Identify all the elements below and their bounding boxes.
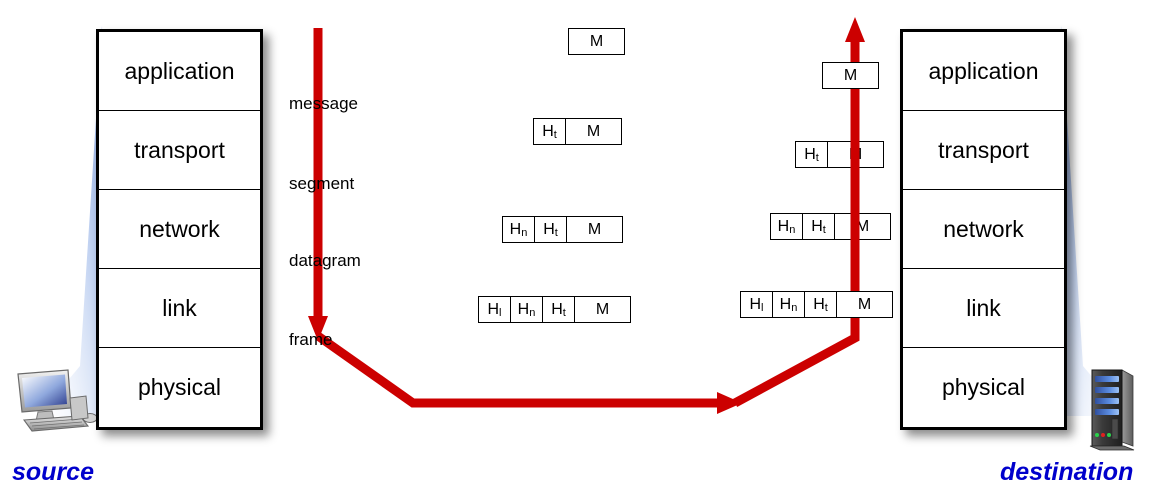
pdu-cell-payload: M xyxy=(587,220,602,238)
destination-protocol-stack: application transport network link physi… xyxy=(900,29,1067,430)
layer-transport-destination[interactable]: transport xyxy=(903,111,1064,190)
source-caption: source xyxy=(12,458,94,486)
layer-network-source[interactable]: network xyxy=(99,190,260,269)
pdu-label-segment: segment xyxy=(289,174,355,193)
pdu-cell-payload: M xyxy=(843,66,858,84)
server-tower-icon xyxy=(1089,369,1135,451)
pdu-label-datagram: datagram xyxy=(289,251,361,270)
layer-label: network xyxy=(943,215,1024,242)
layer-label: network xyxy=(139,215,220,242)
layer-link-destination[interactable]: link xyxy=(903,269,1064,348)
layer-label: link xyxy=(966,294,1001,321)
pdu-cell-payload: M xyxy=(586,122,601,140)
pdu-cell-payload: M xyxy=(857,295,872,313)
layer-application-source[interactable]: application xyxy=(99,32,260,111)
desktop-computer-icon xyxy=(17,369,98,432)
pdu-cell-payload: M xyxy=(855,217,870,235)
destination-light-beam xyxy=(1055,26,1125,416)
source-light-beam xyxy=(38,26,108,416)
message-pdu-source: M xyxy=(568,28,625,55)
layer-physical-source[interactable]: physical xyxy=(99,348,260,427)
layer-label: transport xyxy=(134,136,225,163)
layer-application-destination[interactable]: application xyxy=(903,32,1064,111)
layer-label: application xyxy=(124,57,235,84)
layer-physical-destination[interactable]: physical xyxy=(903,348,1064,427)
layer-transport-source[interactable]: transport xyxy=(99,111,260,190)
layer-label: transport xyxy=(938,136,1029,163)
layer-label: physical xyxy=(941,374,1026,400)
layer-label: application xyxy=(928,57,1039,84)
pdu-label-frame: frame xyxy=(289,330,333,349)
destination-caption: destination xyxy=(1000,458,1134,486)
layer-link-source[interactable]: link xyxy=(99,269,260,348)
pdu-label-message: message xyxy=(289,94,358,113)
layer-network-destination[interactable]: network xyxy=(903,190,1064,269)
pdu-cell-payload: M xyxy=(848,145,863,163)
pdu-cell-payload: M xyxy=(589,32,604,50)
message-pdu-destination: M xyxy=(822,62,879,89)
source-protocol-stack: application transport network link physi… xyxy=(96,29,263,430)
pdu-cell-payload: M xyxy=(595,300,610,318)
layer-label: physical xyxy=(137,374,222,400)
layer-label: link xyxy=(162,294,197,321)
